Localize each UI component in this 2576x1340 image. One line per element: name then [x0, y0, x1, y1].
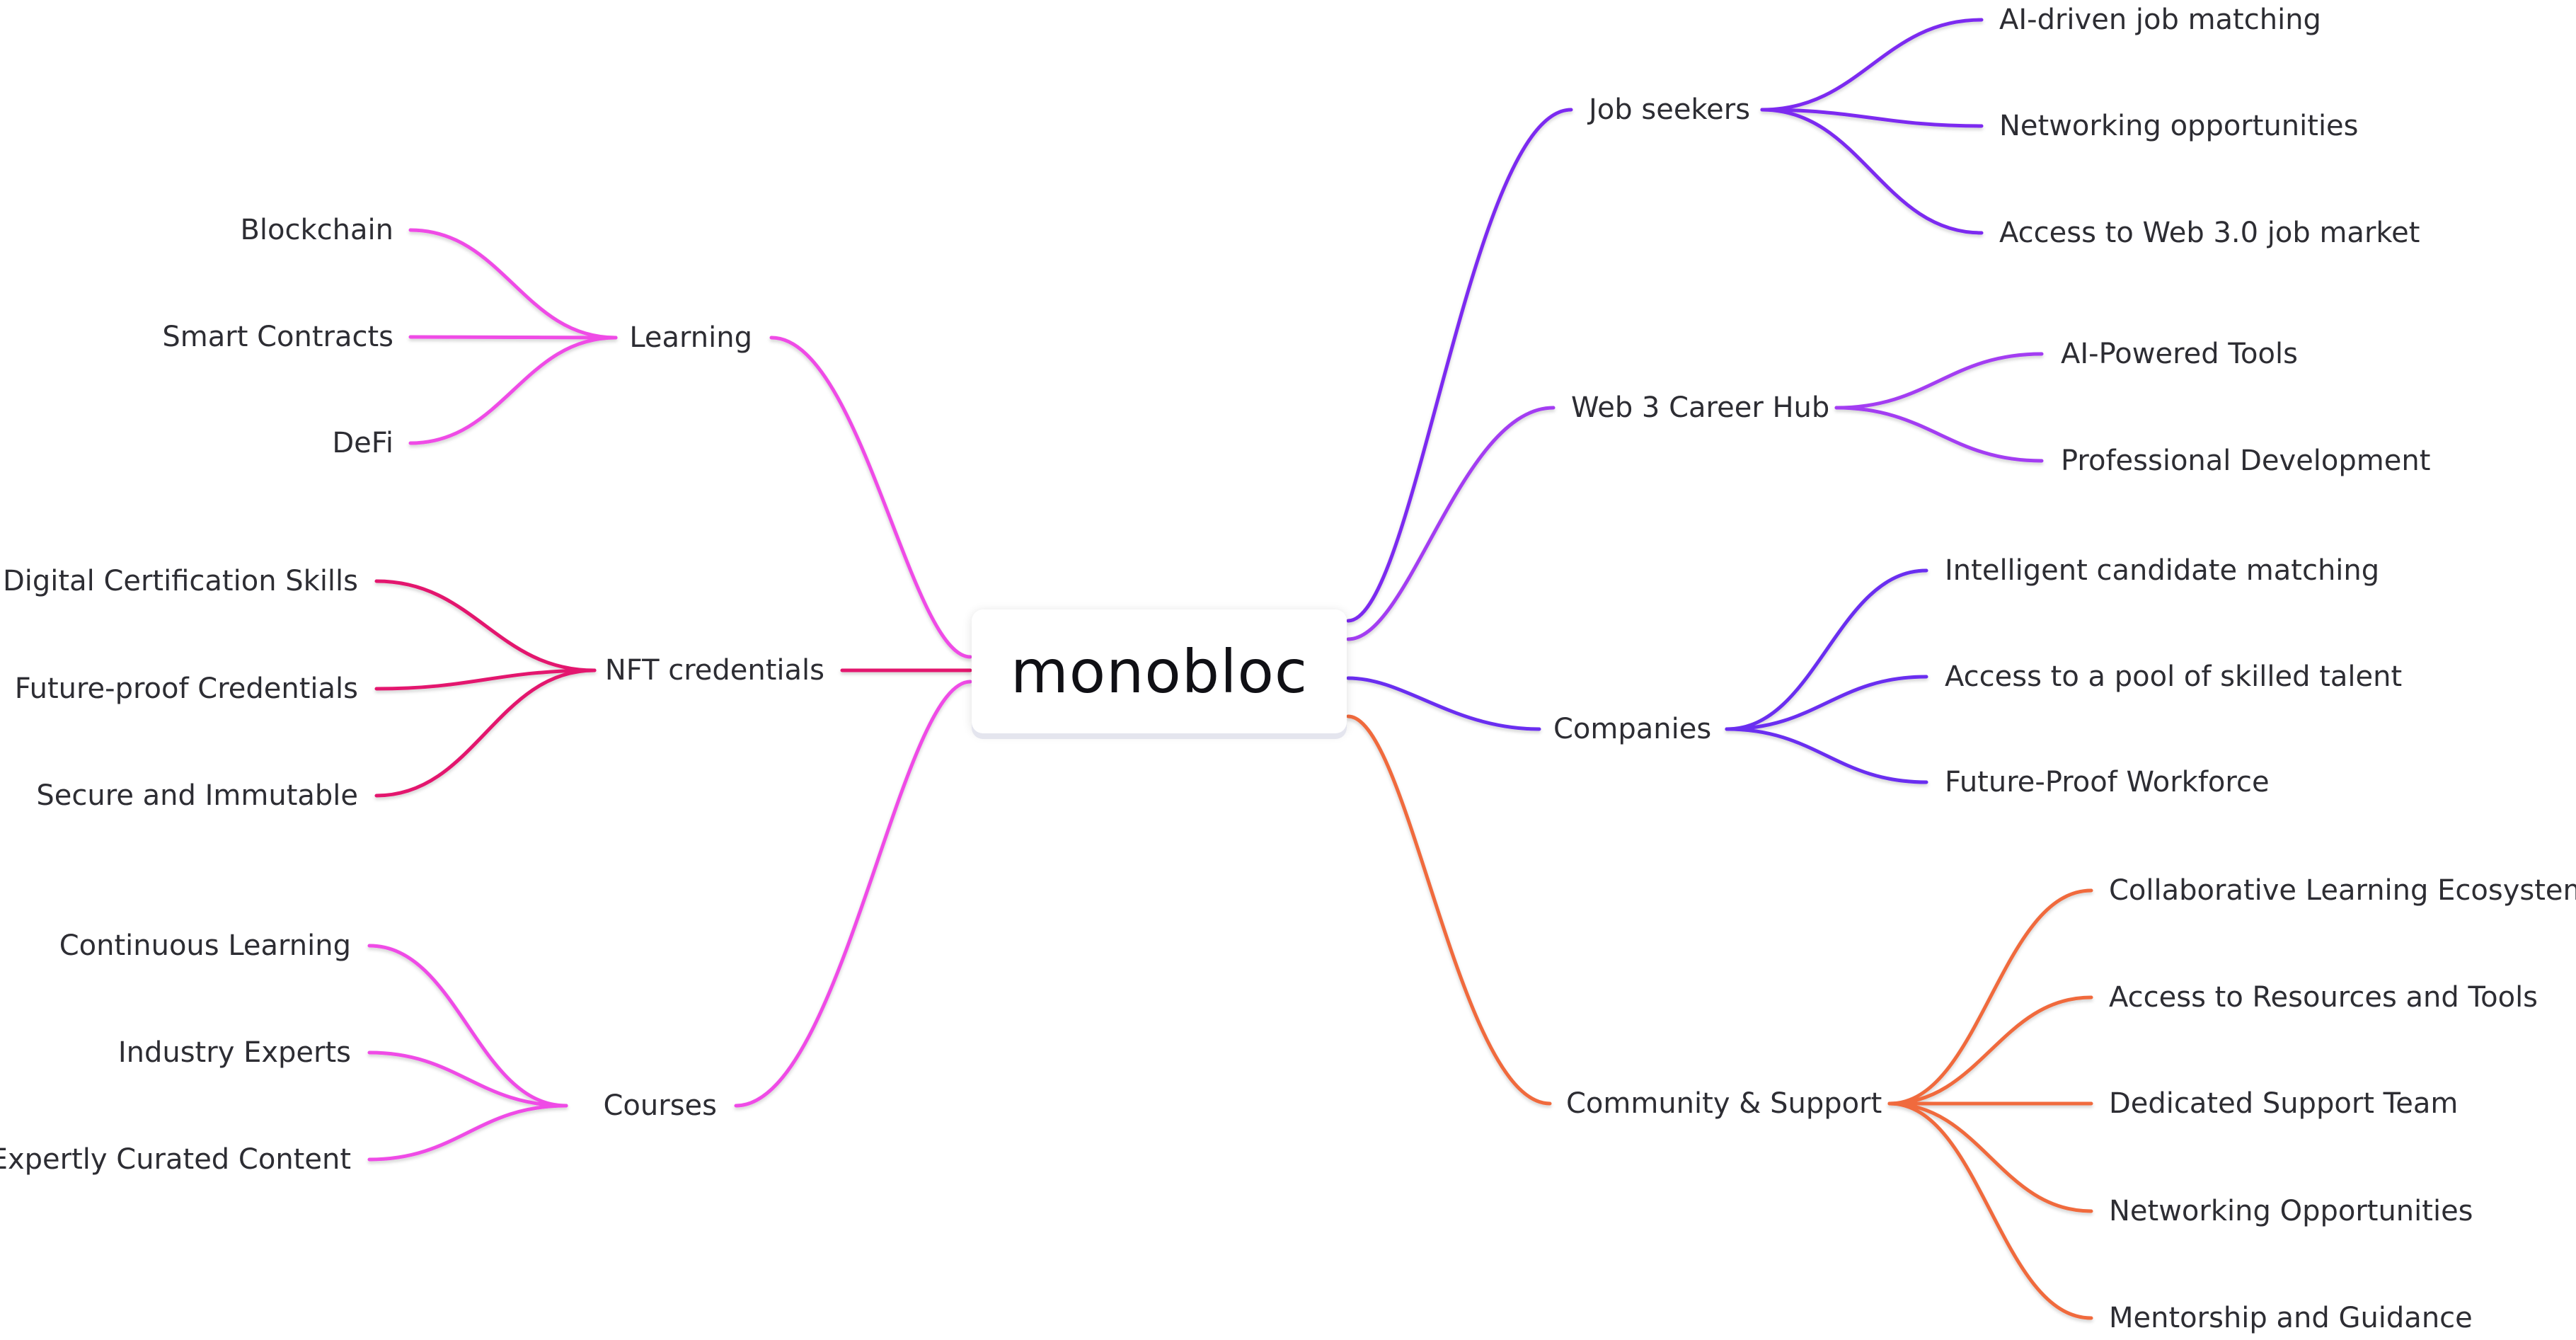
- leaf-label-nft-credentials-0[interactable]: Digital Certification Skills: [3, 565, 358, 597]
- connector-companies-1: [1725, 675, 1928, 731]
- leaf-label-job-seekers-1[interactable]: Networking opportunities: [1999, 110, 2359, 142]
- connector-root-companies: [1346, 676, 1541, 731]
- leaf-label-companies-0[interactable]: Intelligent candidate matching: [1945, 554, 2379, 587]
- leaf-label-learning-0[interactable]: Blockchain: [240, 214, 393, 246]
- connector-companies-2: [1725, 727, 1928, 784]
- connector-nft-credentials-2: [374, 668, 597, 798]
- branch-label-community-support[interactable]: Community & Support: [1566, 1087, 1882, 1120]
- root-label: monobloc: [1010, 636, 1309, 706]
- leaf-label-community-support-3[interactable]: Networking Opportunities: [2109, 1195, 2473, 1227]
- branch-label-web-3-career-hub[interactable]: Web 3 Career Hub: [1571, 391, 1829, 424]
- leaf-label-web-3-career-hub-1[interactable]: Professional Development: [2061, 445, 2430, 477]
- branch-label-nft-credentials[interactable]: NFT credentials: [605, 654, 824, 687]
- connector-community-support-1: [1887, 995, 2093, 1106]
- connector-courses-1: [367, 1050, 568, 1108]
- connector-community-support-3: [1887, 1101, 2093, 1213]
- connector-root-learning: [769, 336, 972, 659]
- connector-nft-credentials-1: [374, 668, 597, 691]
- branch-label-job-seekers[interactable]: Job seekers: [1587, 93, 1750, 126]
- branch-label-companies[interactable]: Companies: [1553, 713, 1711, 745]
- connector-root-courses: [734, 680, 972, 1108]
- connector-job-seekers-1: [1760, 108, 1984, 128]
- connector-learning-2: [408, 336, 618, 445]
- connector-nft-credentials-0: [374, 579, 597, 672]
- leaf-label-courses-1[interactable]: Industry Experts: [118, 1036, 351, 1069]
- leaf-label-learning-1[interactable]: Smart Contracts: [162, 321, 393, 353]
- leaf-label-community-support-2[interactable]: Dedicated Support Team: [2109, 1087, 2458, 1120]
- connector-root-web-3-career-hub: [1346, 406, 1556, 641]
- leaf-label-nft-credentials-1[interactable]: Future-proof Credentials: [15, 672, 358, 705]
- connector-courses-2: [367, 1104, 568, 1162]
- branch-label-learning[interactable]: Learning: [629, 321, 752, 354]
- leaf-label-companies-2[interactable]: Future-Proof Workforce: [1945, 766, 2270, 798]
- leaf-label-community-support-1[interactable]: Access to Resources and Tools: [2109, 981, 2538, 1014]
- connector-root-community-support: [1346, 714, 1552, 1106]
- connector-community-support-0: [1887, 888, 2093, 1106]
- connector-learning-0: [408, 228, 618, 340]
- connector-community-support-4: [1887, 1101, 2093, 1320]
- leaf-label-job-seekers-0[interactable]: AI-driven job matching: [1999, 4, 2321, 36]
- leaf-label-community-support-0[interactable]: Collaborative Learning Ecosystem: [2109, 874, 2576, 907]
- leaf-label-courses-2[interactable]: Expertly Curated Content: [0, 1143, 351, 1176]
- connector-web-3-career-hub-1: [1834, 406, 2044, 463]
- leaf-label-web-3-career-hub-0[interactable]: AI-Powered Tools: [2061, 338, 2298, 370]
- connector-root-job-seekers: [1346, 108, 1573, 623]
- leaf-label-community-support-4[interactable]: Mentorship and Guidance: [2109, 1302, 2473, 1334]
- connector-courses-0: [367, 944, 568, 1108]
- connector-job-seekers-0: [1760, 18, 1984, 112]
- connector-job-seekers-2: [1760, 108, 1984, 235]
- leaf-label-job-seekers-2[interactable]: Access to Web 3.0 job market: [1999, 217, 2420, 249]
- leaf-label-nft-credentials-2[interactable]: Secure and Immutable: [36, 779, 358, 812]
- leaf-label-courses-0[interactable]: Continuous Learning: [59, 929, 351, 962]
- connector-web-3-career-hub-0: [1834, 352, 2044, 410]
- connector-companies-0: [1725, 568, 1928, 731]
- leaf-label-companies-1[interactable]: Access to a pool of skilled talent: [1945, 660, 2402, 693]
- branch-label-courses[interactable]: Courses: [604, 1089, 718, 1122]
- root-node[interactable]: monobloc: [972, 609, 1347, 733]
- leaf-label-learning-2[interactable]: DeFi: [332, 427, 393, 459]
- connector-learning-1: [408, 335, 618, 340]
